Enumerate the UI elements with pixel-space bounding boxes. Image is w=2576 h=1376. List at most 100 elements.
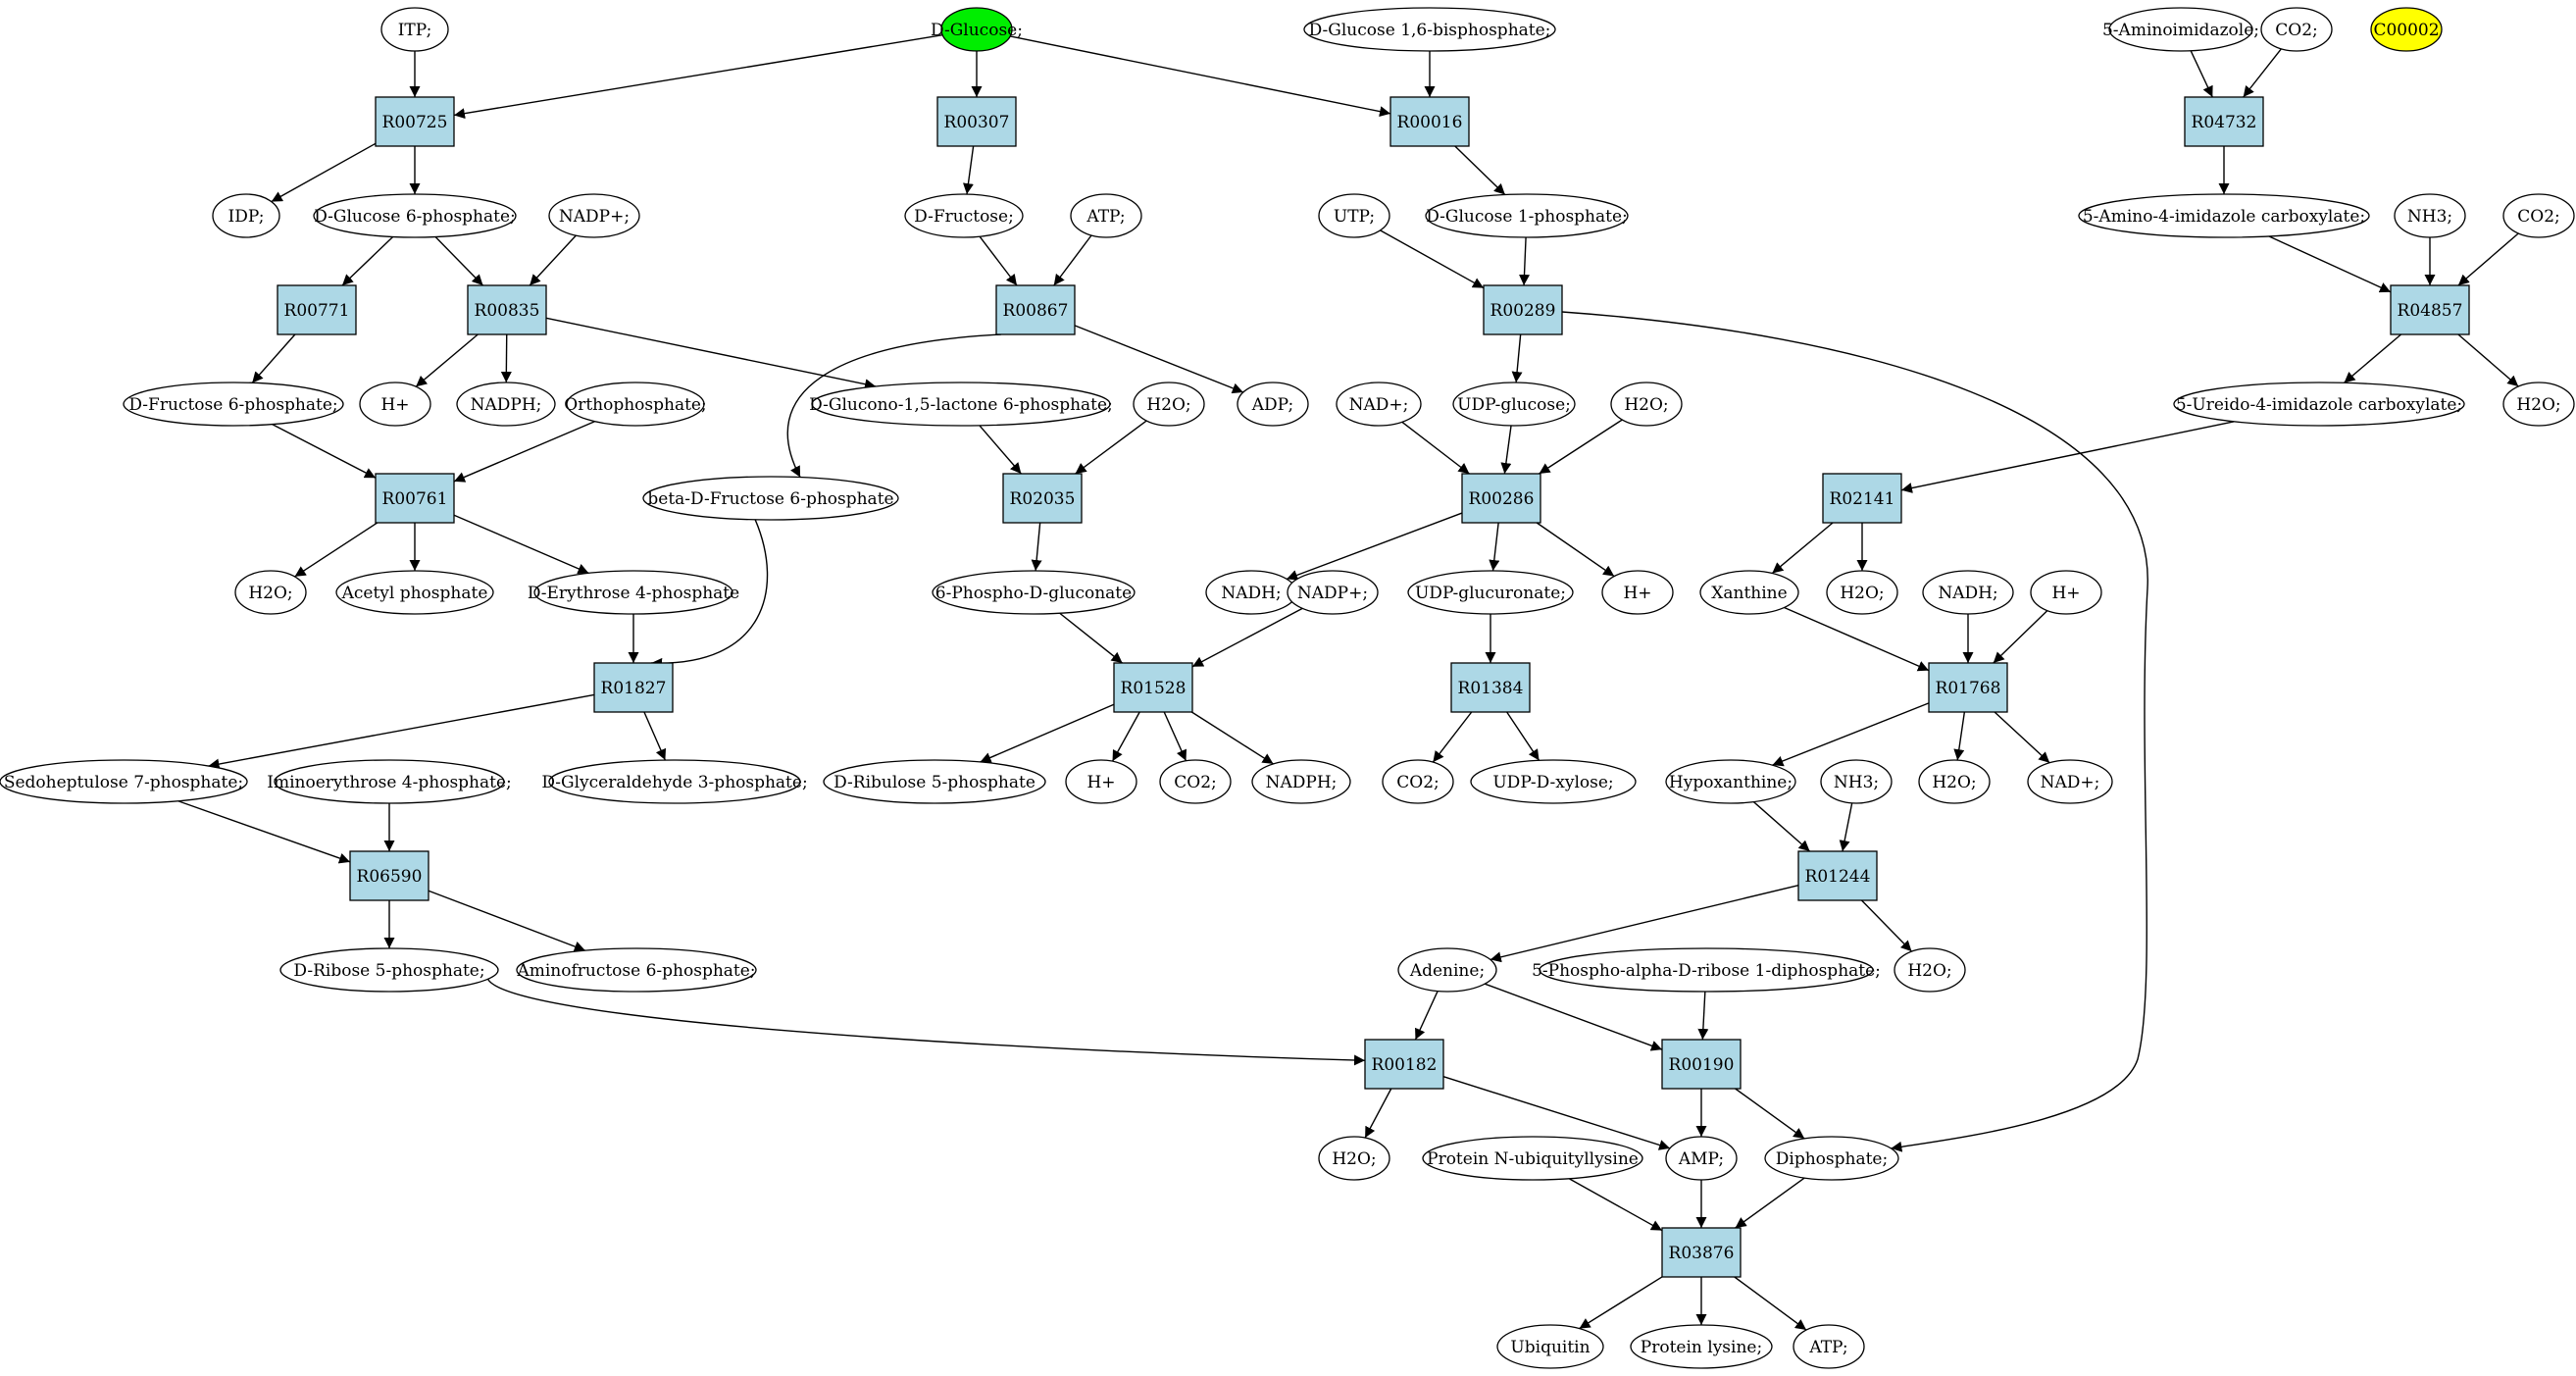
compound-node-hplus_d[interactable]: H+ bbox=[1065, 759, 1137, 804]
reaction-node-R00771[interactable]: R00771 bbox=[277, 284, 357, 335]
reaction-node-R03876[interactable]: R03876 bbox=[1661, 1227, 1742, 1278]
compound-node-hypox[interactable]: Hypoxanthine; bbox=[1665, 759, 1796, 804]
compound-node-dglucono[interactable]: D-Glucono-1,5-lactone 6-phosphate; bbox=[809, 382, 1113, 427]
node-label-idp: IDP; bbox=[228, 207, 265, 227]
reaction-node-R02035[interactable]: R02035 bbox=[1002, 473, 1083, 524]
reaction-node-R00182[interactable]: R00182 bbox=[1364, 1039, 1444, 1090]
compound-node-itp[interactable]: ITP; bbox=[380, 7, 449, 52]
reaction-node-R00307[interactable]: R00307 bbox=[936, 96, 1017, 147]
compound-node-aminoimid[interactable]: 5-Aminoimidazole; bbox=[2102, 7, 2259, 52]
compound-node-udpxyl[interactable]: UDP-D-xylose; bbox=[1470, 759, 1637, 804]
compound-node-nad_a[interactable]: NAD+; bbox=[1336, 382, 1422, 427]
compound-node-nad_b[interactable]: NAD+; bbox=[2027, 759, 2113, 804]
compound-node-nh3_b[interactable]: NH3; bbox=[1820, 759, 1893, 804]
compound-node-h2o_c[interactable]: H2O; bbox=[2502, 382, 2575, 427]
edge-aica-to-R04857 bbox=[2268, 235, 2392, 293]
reaction-node-R01768[interactable]: R01768 bbox=[1928, 662, 2008, 713]
compound-node-diphos[interactable]: Diphosphate; bbox=[1764, 1136, 1899, 1181]
reaction-node-R00835[interactable]: R00835 bbox=[467, 284, 547, 335]
compound-node-co2_a[interactable]: CO2; bbox=[2260, 7, 2333, 52]
compound-node-nadp_b[interactable]: NADP+; bbox=[1287, 570, 1379, 615]
compound-node-hplus_b[interactable]: H+ bbox=[1601, 570, 1674, 615]
compound-node-aminof6p[interactable]: Aminofructose 6-phosphate; bbox=[516, 947, 757, 993]
compound-node-co2_d[interactable]: CO2; bbox=[1382, 759, 1454, 804]
compound-node-pgluconate[interactable]: 6-Phospho-D-gluconate bbox=[932, 570, 1136, 615]
edge-R00867-to-adp bbox=[1074, 325, 1244, 394]
compound-node-co2_c[interactable]: CO2; bbox=[1159, 759, 1232, 804]
compound-node-adp[interactable]: ADP; bbox=[1237, 382, 1309, 427]
reaction-node-R00016[interactable]: R00016 bbox=[1389, 96, 1470, 147]
compound-node-hplus_a[interactable]: H+ bbox=[359, 382, 431, 427]
compound-node-utp[interactable]: UTP; bbox=[1318, 193, 1390, 238]
compound-node-nadp_a[interactable]: NADP+; bbox=[548, 193, 640, 238]
compound-node-nh3_a[interactable]: NH3; bbox=[2394, 193, 2466, 238]
compound-node-dfructose[interactable]: D-Fructose; bbox=[904, 193, 1024, 238]
node-label-R04857: R04857 bbox=[2398, 301, 2463, 321]
compound-node-dglucose[interactable]: D-Glucose; bbox=[931, 7, 1023, 52]
compound-node-dribose5p[interactable]: D-Ribose 5-phosphate; bbox=[279, 947, 499, 993]
compound-node-prpp[interactable]: 5-Phospho-alpha-D-ribose 1-diphosphate; bbox=[1532, 947, 1881, 993]
edge-R04857-to-h2o_c bbox=[2457, 333, 2519, 387]
compound-node-xanthine[interactable]: Xanthine bbox=[1699, 570, 1799, 615]
compound-node-atp_b[interactable]: ATP; bbox=[1793, 1324, 1865, 1369]
edge-R01384-to-udpxyl bbox=[1506, 711, 1541, 761]
compound-node-nadph_a[interactable]: NADPH; bbox=[456, 382, 556, 427]
reaction-node-R01827[interactable]: R01827 bbox=[593, 662, 674, 713]
reaction-node-R00867[interactable]: R00867 bbox=[995, 284, 1076, 335]
compound-node-orthophos[interactable]: Orthophosphate; bbox=[564, 382, 707, 427]
reaction-node-R01528[interactable]: R01528 bbox=[1113, 662, 1193, 713]
compound-node-co2_b[interactable]: CO2; bbox=[2502, 193, 2575, 238]
compound-node-atp_a[interactable]: ATP; bbox=[1070, 193, 1142, 238]
compound-node-hplus_c[interactable]: H+ bbox=[2030, 570, 2102, 615]
compound-node-protlys[interactable]: Protein lysine; bbox=[1630, 1324, 1773, 1369]
compound-node-udpglc[interactable]: UDP-glucose; bbox=[1452, 382, 1576, 427]
node-label-hplus_b: H+ bbox=[1623, 584, 1651, 603]
edge-R01244-to-adenine bbox=[1490, 884, 1799, 963]
compound-node-nadph_b[interactable]: NADPH; bbox=[1251, 759, 1351, 804]
compound-node-dr5p[interactable]: D-Ribulose 5-phosphate bbox=[823, 759, 1046, 804]
compound-node-ubiquitin[interactable]: Ubiquitin bbox=[1496, 1324, 1604, 1369]
compound-node-nadh_b[interactable]: NADH; bbox=[1922, 570, 2014, 615]
reaction-node-R00289[interactable]: R00289 bbox=[1483, 284, 1563, 335]
compound-node-dg6p[interactable]: D-Glucose 6-phosphate; bbox=[313, 193, 517, 238]
reaction-node-R01244[interactable]: R01244 bbox=[1797, 850, 1878, 901]
node-shape-co2_a bbox=[2260, 7, 2333, 52]
reaction-node-R00190[interactable]: R00190 bbox=[1661, 1039, 1742, 1090]
compound-node-idp[interactable]: IDP; bbox=[212, 193, 280, 238]
compound-node-h2o_a[interactable]: H2O; bbox=[1133, 382, 1205, 427]
compound-node-ureido[interactable]: 5-Ureido-4-imidazole carboxylate; bbox=[2173, 382, 2465, 427]
compound-node-h2o_g[interactable]: H2O; bbox=[1894, 947, 1966, 993]
compound-node-de4p[interactable]: D-Erythrose 4-phosphate bbox=[528, 570, 739, 615]
compound-node-h2o_e[interactable]: H2O; bbox=[1826, 570, 1898, 615]
compound-node-c00002[interactable]: C00002 bbox=[2370, 7, 2443, 52]
compound-node-adenine[interactable]: Adenine; bbox=[1397, 947, 1497, 993]
compound-node-protub[interactable]: Protein N-ubiquityllysine bbox=[1422, 1136, 1643, 1181]
reaction-node-R01384[interactable]: R01384 bbox=[1450, 662, 1531, 713]
compound-node-s7p[interactable]: Sedoheptulose 7-phosphate; bbox=[0, 759, 248, 804]
node-label-prpp: 5-Phospho-alpha-D-ribose 1-diphosphate; bbox=[1532, 961, 1881, 981]
compound-node-imino[interactable]: Iminoerythrose 4-phosphate; bbox=[267, 759, 512, 804]
compound-node-h2o_d[interactable]: H2O; bbox=[234, 570, 307, 615]
compound-node-dga3p[interactable]: D-Glyceraldehyde 3-phosphate; bbox=[541, 759, 808, 804]
compound-node-udpgluc[interactable]: UDP-glucuronate; bbox=[1407, 570, 1574, 615]
node-shape-dg16bp bbox=[1303, 7, 1556, 52]
reaction-node-R00725[interactable]: R00725 bbox=[375, 96, 455, 147]
reaction-node-R04732[interactable]: R04732 bbox=[2184, 96, 2264, 147]
compound-node-h2o_b[interactable]: H2O; bbox=[1610, 382, 1683, 427]
compound-node-aica[interactable]: 5-Amino-4-imidazole carboxylate; bbox=[2078, 193, 2370, 238]
reaction-node-R00286[interactable]: R00286 bbox=[1461, 473, 1541, 524]
compound-node-df6p[interactable]: D-Fructose 6-phosphate; bbox=[123, 382, 344, 427]
compound-node-dg16bp[interactable]: D-Glucose 1,6-bisphosphate; bbox=[1303, 7, 1556, 52]
compound-node-h2o_h[interactable]: H2O; bbox=[1318, 1136, 1390, 1181]
compound-node-nadh_a[interactable]: NADH; bbox=[1205, 570, 1297, 615]
compound-node-dg1p[interactable]: D-Glucose 1-phosphate; bbox=[1425, 193, 1629, 238]
compound-node-bdf6p[interactable]: beta-D-Fructose 6-phosphate bbox=[642, 476, 899, 521]
reaction-node-R04857[interactable]: R04857 bbox=[2390, 284, 2470, 335]
compound-node-acetylp[interactable]: Acetyl phosphate bbox=[335, 570, 494, 615]
compound-node-h2o_f[interactable]: H2O; bbox=[1918, 759, 1991, 804]
reaction-node-R00761[interactable]: R00761 bbox=[375, 473, 455, 524]
reaction-node-R06590[interactable]: R06590 bbox=[349, 850, 429, 901]
node-label-h2o_f: H2O; bbox=[1932, 773, 1976, 792]
compound-node-amp[interactable]: AMP; bbox=[1665, 1136, 1738, 1181]
reaction-node-R02141[interactable]: R02141 bbox=[1822, 473, 1902, 524]
